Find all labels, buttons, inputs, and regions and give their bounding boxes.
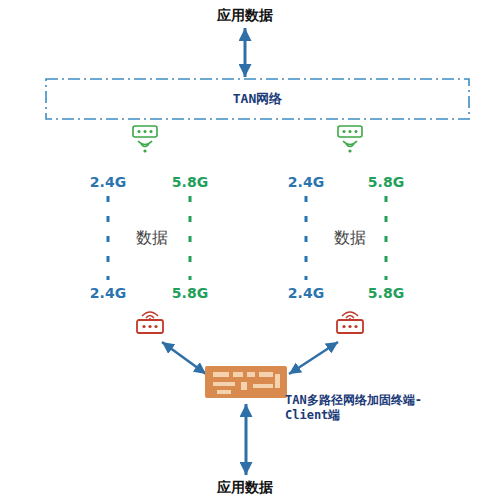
link-arrow (289, 342, 338, 374)
device-port (213, 372, 229, 377)
device-caption: TAN多路径网络加固终端-Client端 (285, 393, 425, 423)
router-icon (137, 312, 163, 333)
device-port (275, 374, 280, 388)
device-port (233, 372, 243, 377)
band-label: 2.4G (288, 174, 324, 190)
radio-link (189, 196, 192, 280)
data-label: 数据 (334, 228, 366, 249)
radio-link (385, 196, 388, 280)
access-point-icon (338, 126, 362, 153)
access-point-icon (133, 126, 157, 153)
data-flow-arrow (245, 404, 248, 475)
endpoint-label: 应用数据 (205, 4, 285, 26)
band-label: 2.4G (288, 285, 324, 301)
device-port (241, 382, 247, 390)
band-label: 5.8G (368, 285, 404, 301)
device-port (213, 382, 235, 386)
radio-link (305, 196, 308, 280)
data-label: 数据 (136, 228, 168, 249)
device-case (205, 366, 287, 398)
node-label: TAN网络 (45, 78, 470, 120)
node-label: 应用数据 (205, 476, 285, 498)
link-arrow (162, 342, 206, 374)
router-icon (337, 312, 363, 333)
network-band: TAN网络 (45, 78, 470, 120)
band-label: 5.8G (172, 285, 208, 301)
band-label: 2.4G (90, 174, 126, 190)
endpoint-label: 应用数据 (205, 476, 285, 498)
device-port (253, 384, 273, 388)
terminal-device: TAN多路径网络加固终端-Client端 (205, 362, 287, 402)
band-label: 5.8G (368, 174, 404, 190)
band-border (46, 79, 469, 119)
device-port (247, 372, 255, 377)
device-port (217, 390, 231, 394)
band-label: 2.4G (90, 285, 126, 301)
device-port (259, 372, 273, 377)
data-flow-arrow (244, 28, 247, 77)
radio-link (107, 196, 110, 280)
node-label: 应用数据 (205, 4, 285, 26)
band-label: 5.8G (172, 174, 208, 190)
device-body (205, 362, 287, 402)
